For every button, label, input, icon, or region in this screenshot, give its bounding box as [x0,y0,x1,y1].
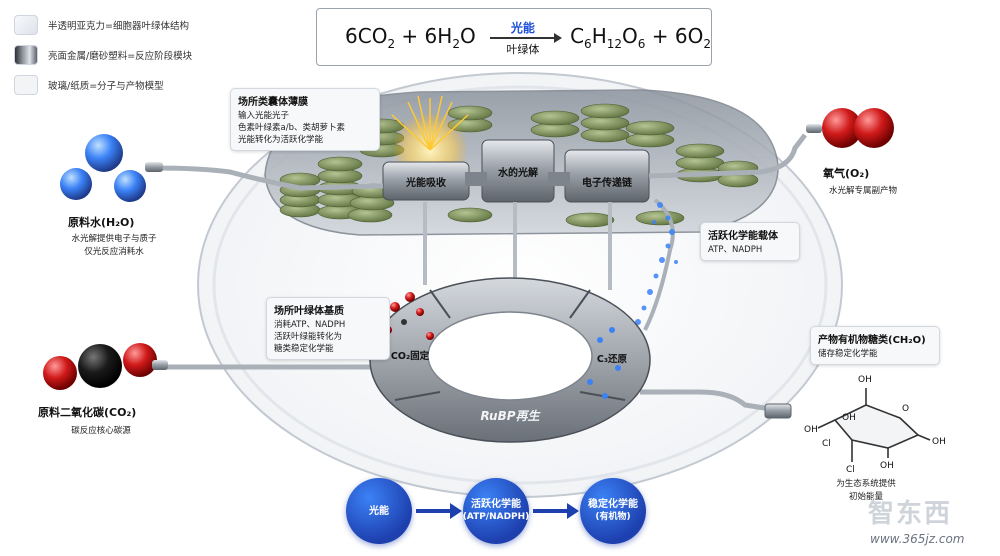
flow-node-stable-energy: 稳定化学能 (有机物) [580,478,646,544]
glucose-caption: 初始能量 [848,492,883,502]
glucose-label: OH [932,437,946,447]
glucose-label: OH [842,413,856,423]
card-title: 活跃化学能载体 [708,231,778,242]
water-title: 原料水(H₂O) [68,216,135,229]
glucose-label: OH [858,375,872,385]
water-pipe [154,165,384,191]
equation-arrow: 光能 叶绿体 [486,17,563,57]
flow-arrow [533,503,579,519]
photosynthesis-equation: 6CO2 + 6H2O 光能 叶绿体 C6H12O6 + 6O2 [316,8,712,66]
oxygen-pipe [648,133,807,179]
flow-node-sublabel: (有机物) [595,512,631,522]
legend-swatch-glass [14,15,38,35]
equation-products: C6H12O6 + 6O2 [570,23,711,51]
glucose-label: O [902,404,909,414]
card-line: 储存稳定化学能 [818,349,878,359]
watermark-logo: 智东西 [868,499,953,529]
watermark-url: www.365jz.com [870,532,965,546]
card-title: 场所类囊体薄膜 [238,97,308,108]
legend-swatch-metal [14,45,38,65]
equation-reactants: 6CO2 + 6H2O [345,23,476,51]
legend-item: 玻璃/纸质=分子与产物模型 [14,74,192,96]
oxygen-molecule [806,108,894,148]
card-line: 输入光能光子 [238,111,290,121]
water-sub: 水光解提供电子与质子 [71,234,157,244]
co2-sub: 碳反应核心碳源 [71,426,131,436]
legend-item: 亮面金属/磨砂塑料=反应阶段模块 [14,44,192,66]
water-sub: 仅光反应消耗水 [84,247,144,257]
flow-node-active-energy: 活跃化学能 (ATP/NADPH) [463,478,529,544]
legend-text: 亮面金属/磨砂塑料=反应阶段模块 [48,51,193,62]
calvin-cycle-ring [369,277,651,443]
legend-swatch-paper [14,75,38,95]
glucose-label: OH [804,425,818,435]
material-legend: 半透明亚克力=细胞器叶绿体结构 亮面金属/磨砂塑料=反应阶段模块 玻璃/纸质=分… [14,14,192,104]
flow-node-label: 活跃化学能 [471,499,521,510]
flow-node-sublabel: (ATP/NADPH) [462,512,530,522]
cycle-rubp-label: RuBP再生 [480,409,541,423]
flow-node-light: 光能 [346,478,412,544]
connector-pipes [423,202,612,290]
card-title: 场所叶绿体基质 [274,306,344,317]
product-pipe [640,389,791,415]
card-line: ATP、NADPH [708,245,763,255]
water-molecule [60,134,163,202]
card-line: 色素叶绿素a/b、类胡萝卜素 [238,123,345,133]
legend-text: 玻璃/纸质=分子与产物模型 [48,81,164,92]
legend-text: 半透明亚克力=细胞器叶绿体结构 [48,21,189,32]
co2-title: 原料二氧化碳(CO₂) [38,406,137,419]
arrow-condition-chloroplast: 叶绿体 [506,43,540,56]
module-water-split-label: 水的光解 [497,166,538,179]
flow-node-label: 稳定化学能 [588,499,638,510]
legend-item: 半透明亚克力=细胞器叶绿体结构 [14,14,192,36]
card-line: 糖类稳定化学能 [274,344,334,354]
oxygen-title: 氧气(O₂) [823,167,870,180]
module-light-absorb-label: 光能吸收 [405,176,446,189]
energy-flow: 光能 活跃化学能 (ATP/NADPH) 稳定化学能 (有机物) [0,478,1000,548]
thylakoid-card: 场所类囊体薄膜 输入光能光子 色素叶绿素a/b、类胡萝卜素 光能转化为活跃化学能 [230,88,380,151]
module-electron-chain-label: 电子传递链 [582,176,633,189]
flow-arrow [416,503,462,519]
card-title: 产物有机物糖类(CH₂O) [818,335,926,346]
cycle-co2-fix-label: CO₂固定 [391,350,430,362]
glucose-label: Cl [822,439,831,449]
glucose-label: OH [880,461,894,471]
ring-molecules [384,292,621,399]
light-module-blocks [382,139,650,203]
oxygen-sub: 水光解专属副产物 [828,186,897,196]
stroma-card: 场所叶绿体基质 消耗ATP、NADPH 活跃叶绿能转化为 糖类稳定化学能 [266,297,390,360]
glucose-label: Cl [846,465,855,475]
flow-node-label: 光能 [369,505,389,517]
carrier-card: 活跃化学能载体 ATP、NADPH [700,222,800,261]
arrow-condition-light: 光能 [510,21,535,35]
card-line: 消耗ATP、NADPH [274,320,346,330]
product-card: 产物有机物糖类(CH₂O) 储存稳定化学能 [810,326,940,365]
card-line: 活跃叶绿能转化为 [274,332,343,342]
glucose-caption: 为生态系统提供 [836,479,896,489]
co2-molecule [43,343,168,390]
cycle-c3-reduce-label: C₃还原 [597,353,628,365]
card-line: 光能转化为活跃化学能 [238,135,324,145]
glucose-structure [817,388,931,462]
